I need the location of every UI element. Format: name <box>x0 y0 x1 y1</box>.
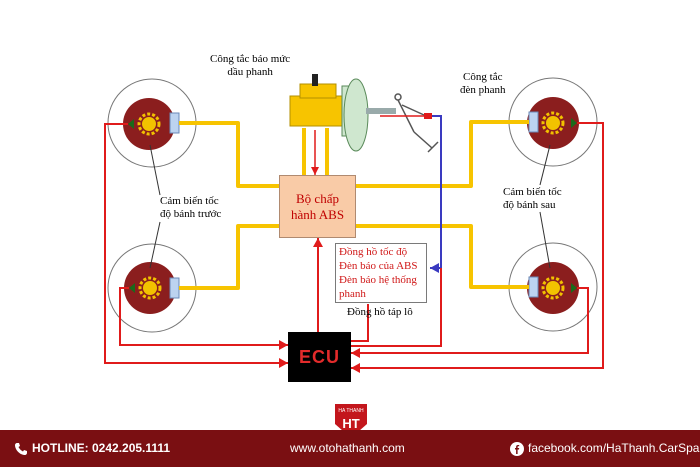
dash-item: Đèn báo hệ thống <box>339 274 417 286</box>
dash-item: phanh <box>339 288 366 300</box>
abs-actuator: Bộ chấp hành ABS <box>279 175 356 238</box>
brake-pedal <box>394 93 439 153</box>
dash-item: Đồng hồ tốc độ <box>339 246 408 258</box>
brand-logo: HA THANH HT <box>335 404 367 438</box>
brake-fluid-switch-label: Công tắc báo mức dầu phanh <box>210 53 291 78</box>
logo-text: HT <box>342 416 359 431</box>
hotline: HOTLINE: 0242.205.1111 <box>14 441 170 456</box>
phone-icon <box>15 442 27 455</box>
dashboard-label: Đồng hồ táp lô <box>347 306 413 318</box>
wheel-rear-left <box>107 243 197 333</box>
gear-icon <box>137 111 565 300</box>
facebook-link[interactable]: facebook.com/HaThanh.CarSpa <box>510 441 699 456</box>
facebook-icon <box>510 441 524 456</box>
wheel-front-left <box>107 78 197 168</box>
dashboard-indicators: Đồng hồ tốc độ Đèn báo của ABS Đèn báo h… <box>335 243 427 303</box>
rear-speed-sensor-label: Cảm biến tốc độ bánh sau <box>503 186 562 211</box>
footer-bar: HOTLINE: 0242.205.1111 www.otohathanh.co… <box>0 430 700 467</box>
logo-small-text: HA THANH <box>338 408 364 414</box>
website-link[interactable]: www.otohathanh.com <box>290 441 405 455</box>
master-cylinder <box>289 74 396 152</box>
brake-light-switch-label: Công tắc đèn phanh <box>460 71 506 96</box>
ecu-box: ECU <box>288 332 351 382</box>
front-speed-sensor-label: Cảm biến tốc độ bánh trước <box>160 195 222 220</box>
dash-item: Đèn báo của ABS <box>339 260 418 272</box>
